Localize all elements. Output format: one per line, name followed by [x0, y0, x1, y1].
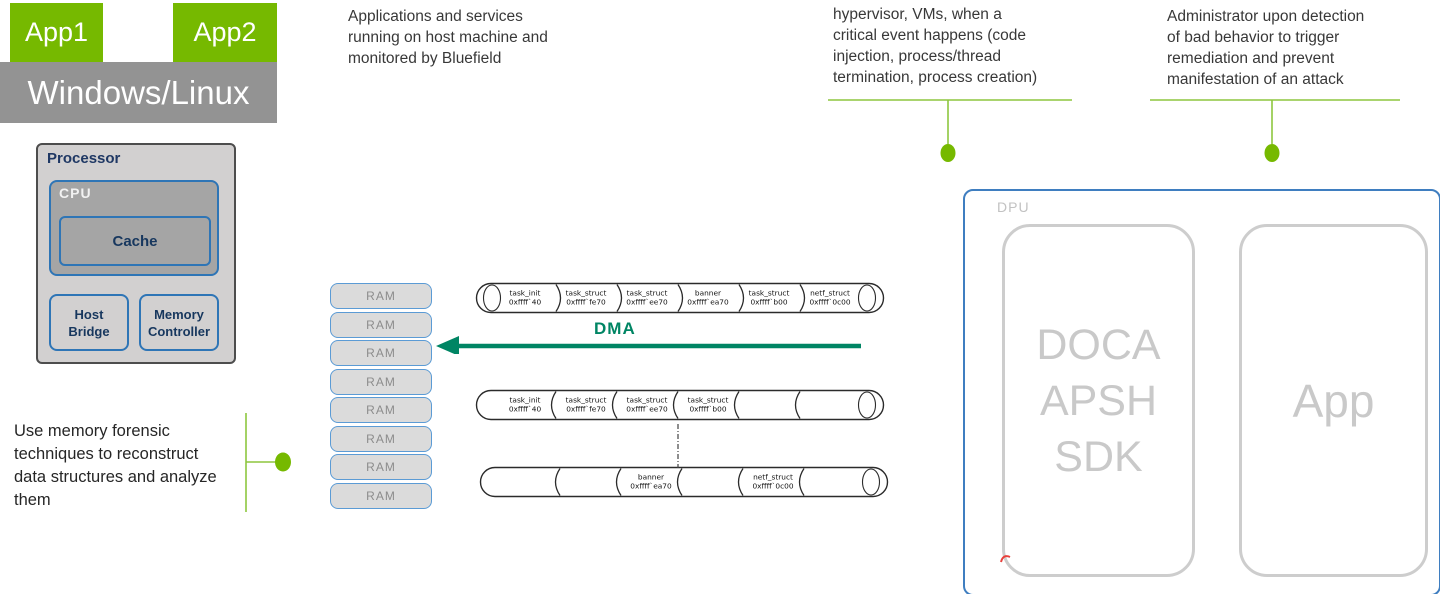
- red-squiggle-mark: [1000, 555, 1011, 563]
- doca-apsh-sdk-box: DOCA APSH SDK: [1002, 224, 1195, 577]
- host-bridge-box: Host Bridge: [49, 294, 129, 351]
- svg-text:0xffff`fe70: 0xffff`fe70: [566, 298, 606, 307]
- callout-dot-icon: [275, 452, 291, 472]
- cache-label: Cache: [112, 232, 158, 250]
- host-app1-box: App1: [10, 3, 103, 62]
- memory-controller-box: Memory Controller: [139, 294, 219, 351]
- callout-connector-bottom-left: [245, 413, 291, 512]
- svg-text:0xffff`40: 0xffff`40: [509, 405, 542, 414]
- svg-text:netf_struct: netf_struct: [753, 473, 793, 482]
- callout-dot-icon: [940, 144, 956, 162]
- cpu-box: CPU Cache: [49, 180, 219, 276]
- host-app1-label: App1: [24, 17, 89, 47]
- ram-module: RAM: [330, 482, 432, 509]
- host-app2-label: App2: [193, 17, 257, 47]
- host-os-box: Windows/Linux: [0, 62, 277, 123]
- memory-tube-row2: task_init0xffff`40task_struct0xffff`fe70…: [475, 389, 885, 421]
- annotation-hypervisor-events: hypervisor, VMs, when a critical event h…: [833, 6, 1038, 86]
- svg-text:0xffff`40: 0xffff`40: [509, 298, 542, 307]
- svg-text:0xffff`b00: 0xffff`b00: [689, 405, 726, 414]
- ram-module: RAM: [330, 397, 432, 423]
- svg-text:0xffff`ee70: 0xffff`ee70: [626, 298, 668, 307]
- ram-module: RAM: [330, 425, 432, 452]
- svg-text:task_struct: task_struct: [566, 289, 607, 298]
- processor-label: Processor: [47, 150, 121, 167]
- svg-text:0xffff`0c00: 0xffff`0c00: [809, 298, 850, 307]
- ram-module: RAM: [330, 311, 432, 338]
- svg-text:task_struct: task_struct: [627, 289, 668, 298]
- svg-text:0xffff`fe70: 0xffff`fe70: [566, 405, 606, 414]
- svg-text:task_struct: task_struct: [627, 396, 668, 405]
- svg-text:0xffff`ee70: 0xffff`ee70: [626, 405, 668, 414]
- svg-text:task_struct: task_struct: [749, 289, 790, 298]
- ram-module: RAM: [330, 283, 432, 309]
- dma-arrow-icon: [436, 336, 861, 354]
- svg-text:banner: banner: [695, 289, 722, 298]
- cpu-label: CPU: [59, 185, 92, 201]
- svg-text:task_struct: task_struct: [688, 396, 729, 405]
- svg-text:banner: banner: [638, 473, 665, 482]
- processor-box: Processor CPU Cache Host Bridge Memory C…: [36, 143, 236, 364]
- dpu-label: DPU: [997, 199, 1030, 215]
- svg-text:task_init: task_init: [510, 289, 541, 298]
- cache-box: Cache: [59, 216, 211, 266]
- annotation-applications: Applications and services running on hos…: [348, 8, 548, 67]
- dashed-connector-line: [677, 424, 679, 468]
- callout-dot-icon: [1264, 144, 1280, 162]
- svg-text:netf_struct: netf_struct: [810, 289, 850, 298]
- svg-text:0xffff`0c00: 0xffff`0c00: [752, 482, 793, 491]
- svg-text:task_struct: task_struct: [566, 396, 607, 405]
- callout-connector-middle: [828, 99, 1072, 162]
- dpu-app-label: App: [1292, 374, 1375, 427]
- ram-module: RAM: [330, 340, 432, 366]
- dma-label: DMA: [594, 319, 636, 338]
- svg-text:task_init: task_init: [510, 396, 541, 405]
- host-app2-box: App2: [173, 3, 277, 62]
- callout-connector-right: [1150, 99, 1400, 162]
- svg-text:0xffff`ea70: 0xffff`ea70: [687, 298, 729, 307]
- svg-text:0xffff`b00: 0xffff`b00: [750, 298, 787, 307]
- annotation-memory-forensics: Use memory forensic techniques to recons…: [14, 422, 217, 509]
- annotation-administrator: Administrator upon detection of bad beha…: [1167, 8, 1365, 88]
- ram-module: RAM: [330, 368, 432, 395]
- host-os-label: Windows/Linux: [27, 73, 250, 111]
- ram-module: RAM: [330, 454, 432, 480]
- svg-text:0xffff`ea70: 0xffff`ea70: [630, 482, 672, 491]
- memory-tube-row1: task_init0xffff`40task_struct0xffff`fe70…: [475, 282, 885, 314]
- dpu-app-box: App: [1239, 224, 1428, 577]
- dpu-box: DPU DOCA APSH SDK App: [963, 189, 1440, 594]
